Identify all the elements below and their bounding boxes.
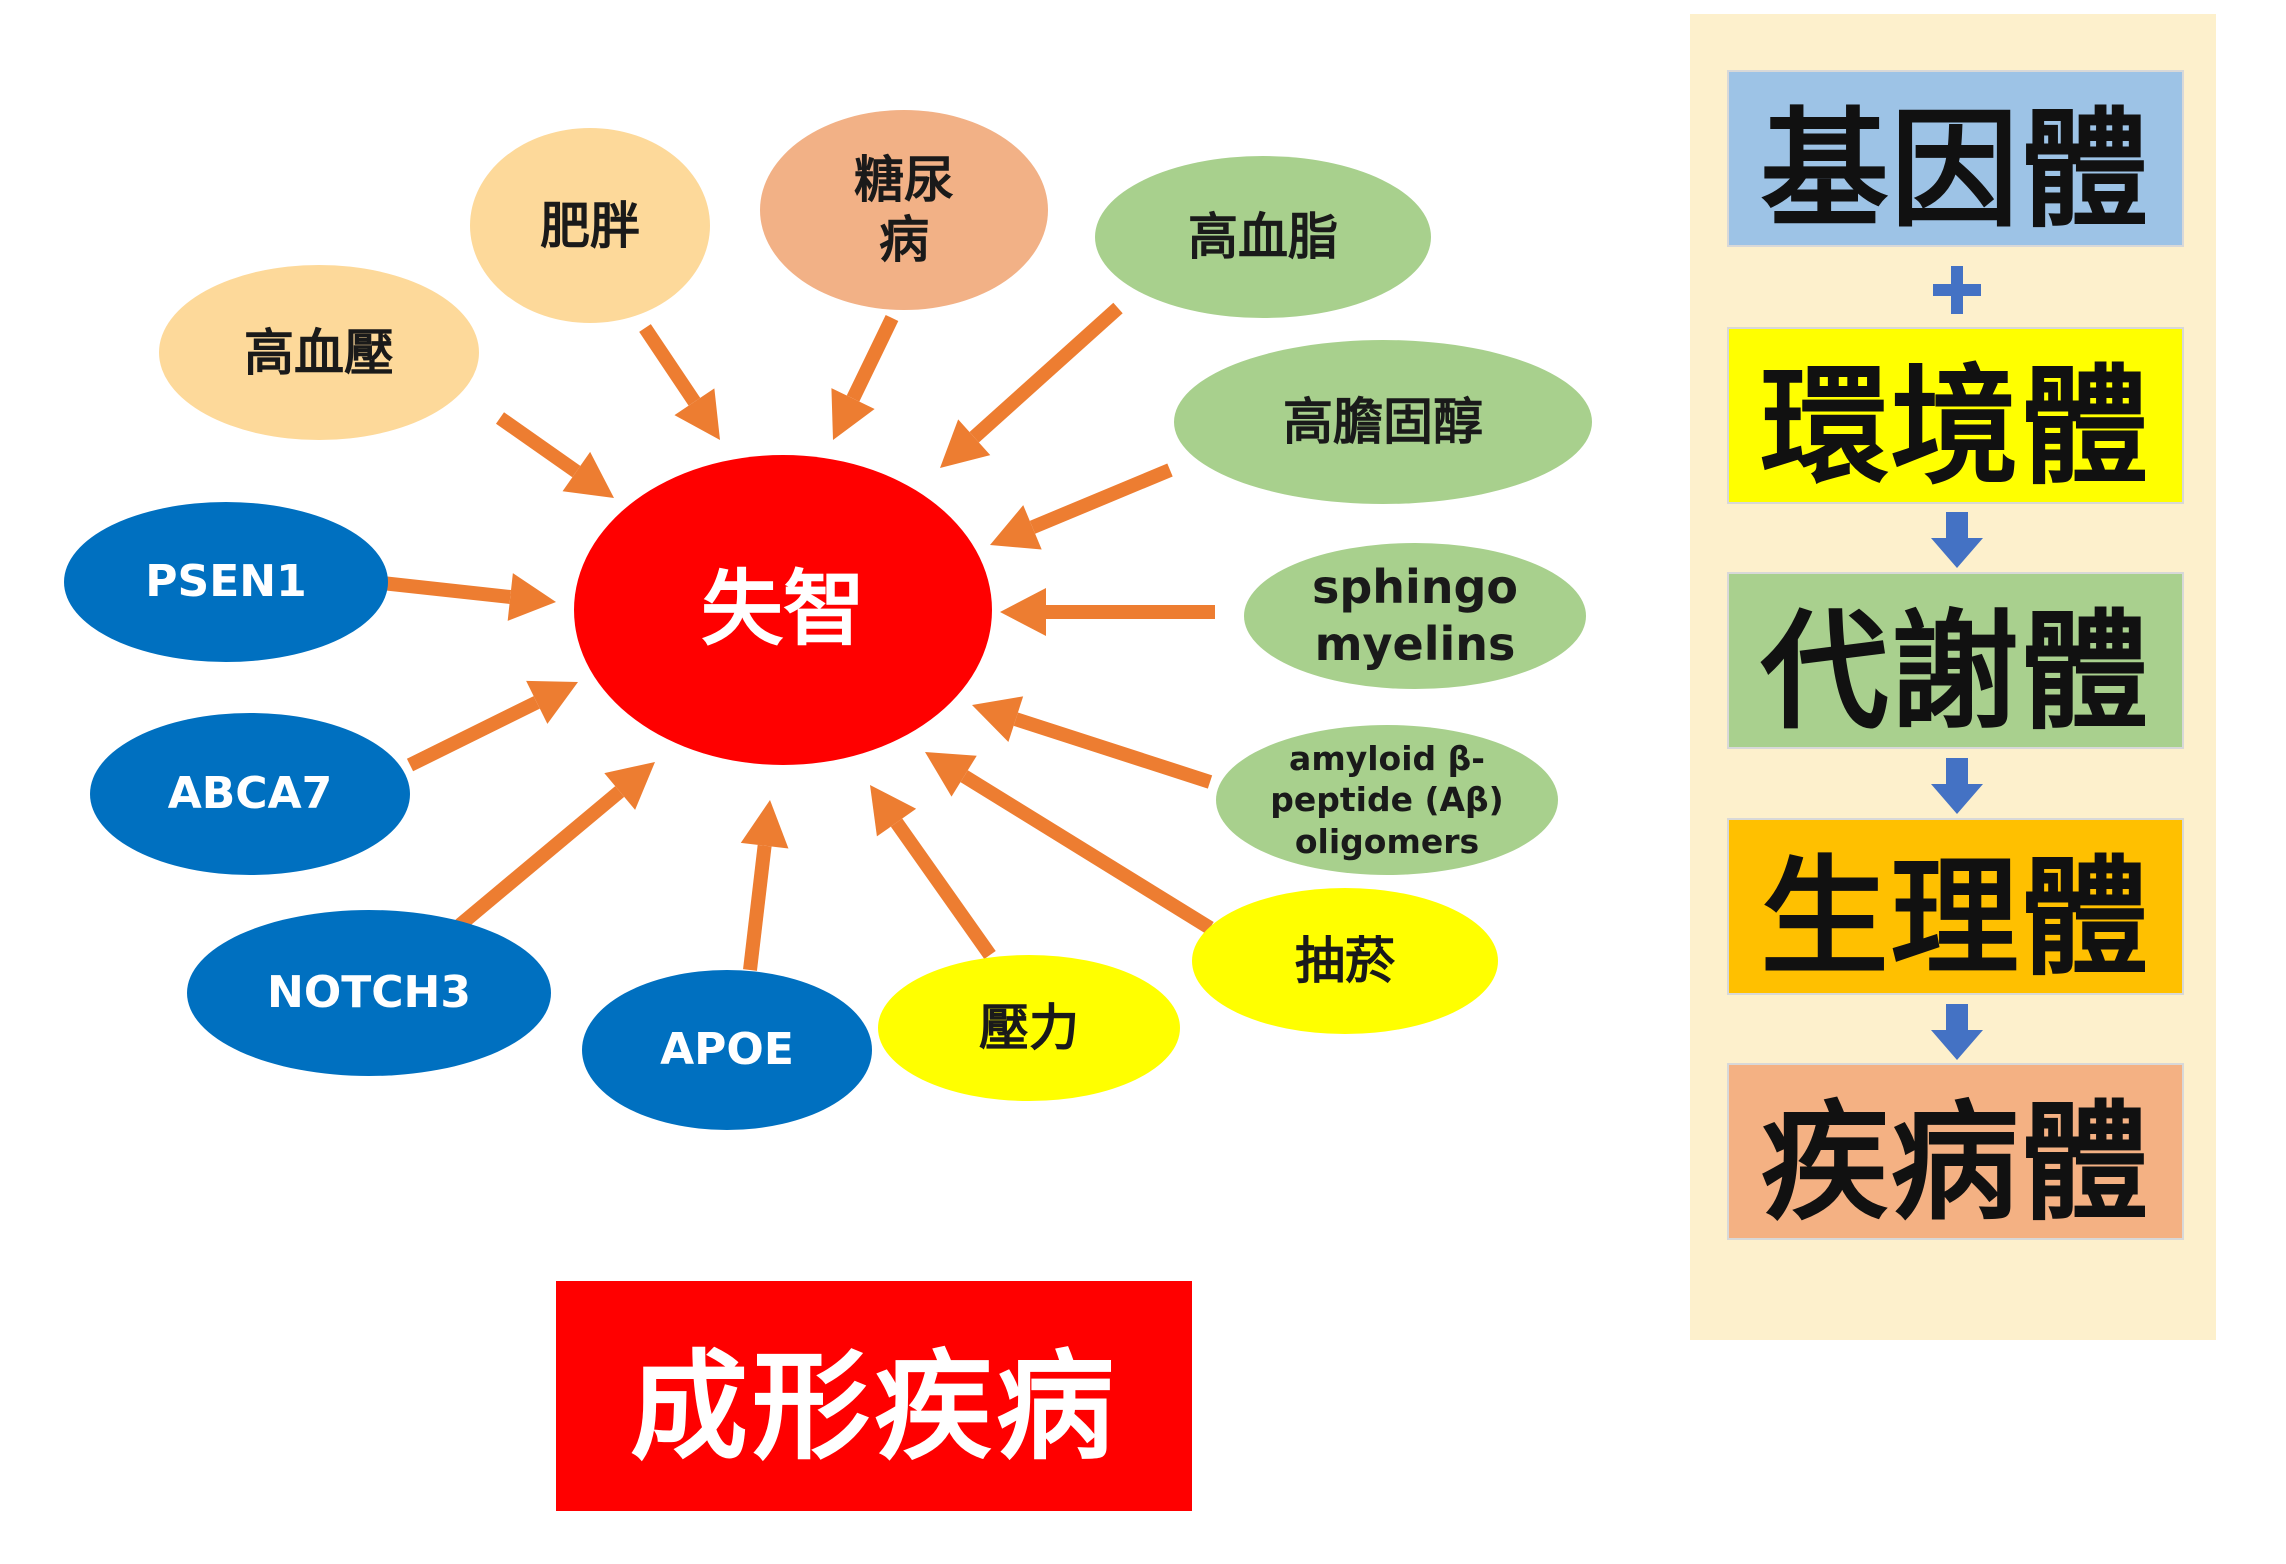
arrow-down-icon [1931,1004,1983,1060]
arrow-shaft [381,576,512,604]
center-label: 失智 [700,561,865,657]
factor-node-obesity: 肥胖 [470,128,710,323]
omics-box-physiome: 生理體 [1727,818,2184,995]
factor-node-diabetes: 糖尿 病 [760,110,1048,310]
arrow-head [972,696,1024,742]
arrow-shaft [1013,712,1213,789]
arrow-head [990,505,1042,550]
omics-label: 疾病體 [1760,1089,2151,1238]
factor-label: 肥胖 [540,196,640,255]
omics-box-diseasome: 疾病體 [1727,1063,2184,1240]
arrow-shaft [960,770,1214,934]
arrow-head [562,451,614,498]
gene-node-apoe: APOE [582,970,872,1130]
arrow-down-shape [1931,758,1983,814]
omics-label: 代謝體 [1760,598,2151,747]
plus-icon [1933,266,1981,314]
arrow-shaft [969,302,1123,443]
factor-node-hyperlipidemia: 高血脂 [1095,156,1431,318]
factor-label: 糖尿 病 [854,151,954,269]
factor-label: 高膽固醇 [1283,393,1483,451]
omics-box-metabolome: 代謝體 [1727,572,2184,749]
omics-label: 基因體 [1760,96,2151,245]
omics-box-exposome: 環境體 [1727,327,2184,504]
plus-shape [1933,266,1981,314]
gene-label: APOE [660,1023,794,1075]
factor-node-smoking: 抽菸 [1192,888,1498,1034]
arrow-shaft [406,696,540,772]
arrow-down-shape [1931,512,1983,568]
gene-label: NOTCH3 [267,966,471,1018]
arrow-shaft [495,412,581,478]
factor-label: amyloid β- peptide (Aβ) oligomers [1270,739,1504,861]
center-node-dementia: 失智 [574,455,992,765]
arrow-head [940,419,991,468]
arrow-head [870,785,917,837]
arrow-shaft [455,786,625,931]
arrow-shaft [743,844,772,971]
omics-label: 生理體 [1760,844,2151,993]
arrow-shaft [846,314,899,402]
factor-label: 壓力 [979,999,1079,1057]
arrow-head [604,762,655,810]
gene-node-notch3: NOTCH3 [187,910,551,1076]
arrow-head [740,800,789,849]
omics-box-genome: 基因體 [1727,70,2184,247]
arrow-shaft [639,324,701,406]
arrow-head [526,680,578,724]
factor-node-stress: 壓力 [878,955,1180,1101]
factor-label: 高血壓 [244,323,394,382]
factor-node-sphingomyelins: sphingo myelins [1244,543,1586,689]
arrow-head [674,388,720,440]
arrow-head [1000,588,1046,636]
arrow-down-icon [1931,758,1983,814]
result-label: 成形疾病 [629,1337,1118,1476]
factor-node-hypertension: 高血壓 [159,265,479,440]
factor-label: 高血脂 [1188,208,1338,266]
factor-node-hypercholesterol: 高膽固醇 [1174,340,1592,504]
arrow-head [831,388,875,440]
result-box: 成形疾病 [556,1281,1192,1511]
gene-label: ABCA7 [167,767,333,819]
arrow-head [925,752,977,797]
factor-node-amyloid: amyloid β- peptide (Aβ) oligomers [1216,725,1558,875]
omics-label: 環境體 [1760,353,2151,502]
arrow-shaft [890,818,996,960]
arrow-head [507,573,556,621]
arrow-shaft [1029,463,1173,534]
gene-label: PSEN1 [145,555,307,607]
gene-node-abca7: ABCA7 [90,713,410,875]
arrow-down-icon [1931,512,1983,568]
factor-label: 抽菸 [1295,932,1395,990]
gene-node-psen1: PSEN1 [64,502,388,662]
arrow-down-shape [1931,1004,1983,1060]
factor-label: sphingo myelins [1311,559,1519,672]
